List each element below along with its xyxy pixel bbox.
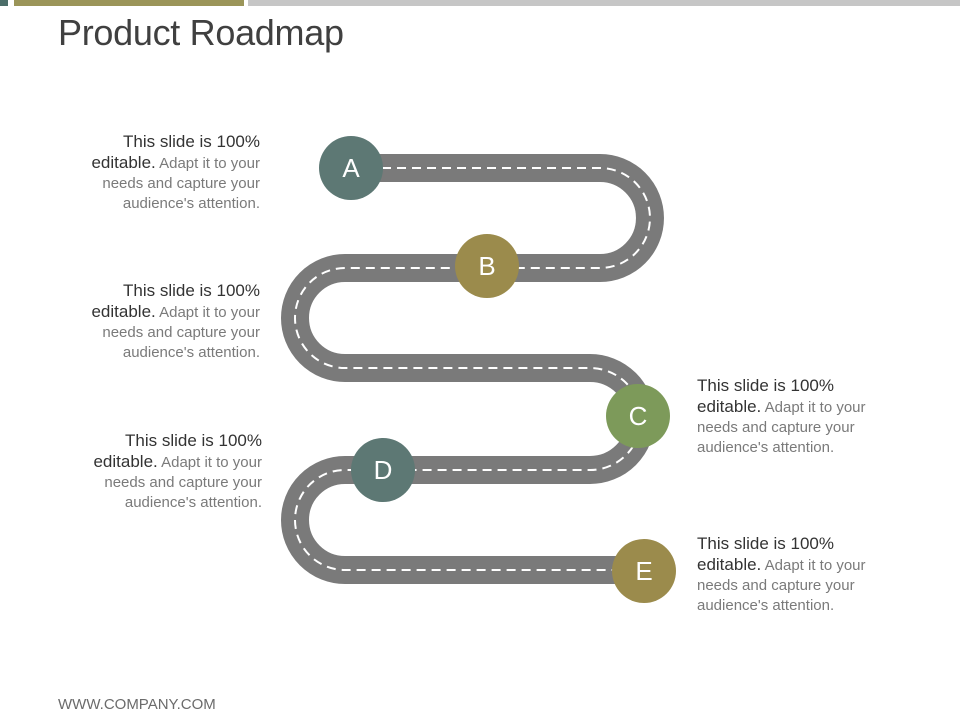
milestone-marker-c: C — [606, 384, 670, 448]
description-heading: This slide is 100% editable. — [697, 376, 835, 416]
milestone-marker-b: B — [455, 234, 519, 298]
milestone-letter: D — [374, 455, 393, 485]
milestone-letter: C — [629, 401, 648, 431]
road-center-line — [294, 167, 651, 571]
milestone-marker-e: E — [612, 539, 676, 603]
top-bar-accent-segment — [14, 0, 244, 6]
description-heading: This slide is 100% editable. — [697, 534, 835, 574]
milestone-letter: B — [478, 251, 495, 281]
milestone-marker-a: A — [319, 136, 383, 200]
top-bar-gray-segment — [248, 0, 960, 6]
milestone-description-b: This slide is 100% editable. Adapt it to… — [60, 281, 260, 363]
milestone-letter: A — [342, 153, 360, 183]
description-text: Adapt it to your needs and capture your … — [104, 454, 262, 511]
milestone-description-a: This slide is 100% editable. Adapt it to… — [60, 132, 260, 214]
page-title: Product Roadmap — [58, 12, 344, 53]
top-bar-dark-segment — [0, 0, 8, 6]
milestone-description-c: This slide is 100% editable. Adapt it to… — [697, 376, 897, 458]
description-text: Adapt it to your needs and capture your … — [102, 304, 260, 361]
description-text: Adapt it to your needs and capture your … — [697, 557, 866, 614]
description-heading: This slide is 100% editable. — [91, 281, 260, 321]
description-heading: This slide is 100% editable. — [91, 132, 260, 172]
milestone-description-d: This slide is 100% editable. Adapt it to… — [62, 431, 262, 513]
footer-url: WWW.COMPANY.COM — [58, 696, 216, 713]
milestone-letter: E — [635, 556, 652, 586]
description-text: Adapt it to your needs and capture your … — [102, 155, 260, 212]
milestone-marker-d: D — [351, 438, 415, 502]
milestone-description-e: This slide is 100% editable. Adapt it to… — [697, 534, 897, 616]
description-heading: This slide is 100% editable. — [93, 431, 262, 471]
description-text: Adapt it to your needs and capture your … — [697, 399, 866, 456]
